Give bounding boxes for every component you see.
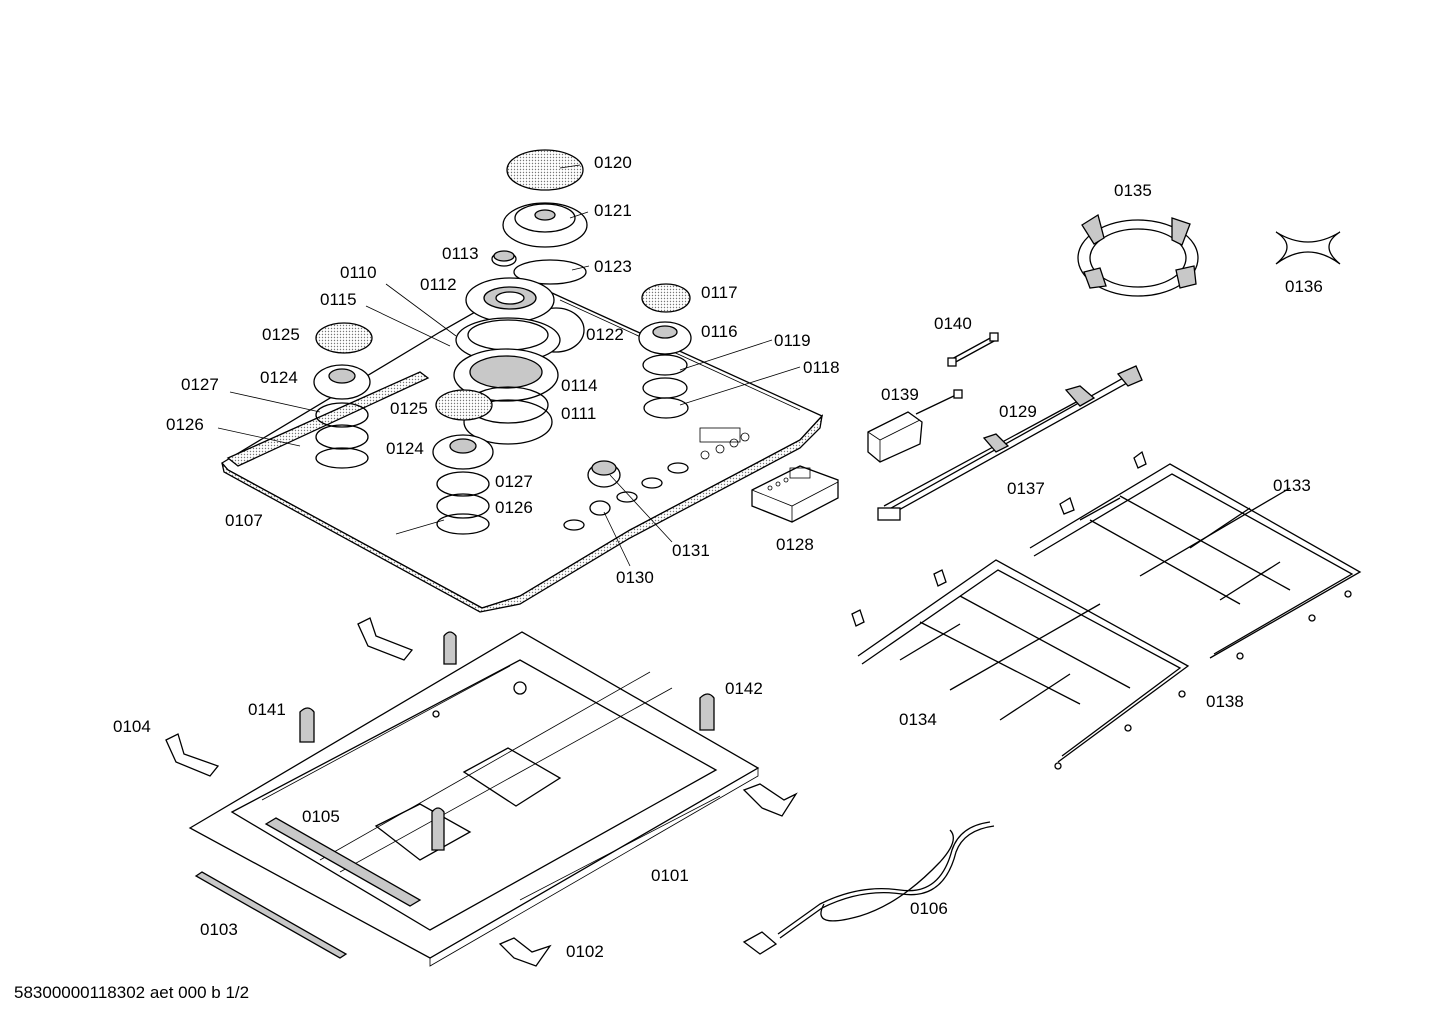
part-label-0122: 0122 bbox=[586, 325, 624, 344]
part-label-0131: 0131 bbox=[672, 541, 710, 560]
part-label-0127-left: 0127 bbox=[181, 375, 219, 394]
part-label-0136: 0136 bbox=[1285, 277, 1323, 296]
base-tray bbox=[188, 631, 760, 967]
wok-ring bbox=[1077, 213, 1199, 297]
part-label-0104: 0104 bbox=[113, 717, 151, 736]
seal-strip bbox=[194, 871, 348, 959]
simmer-cross bbox=[1275, 231, 1341, 265]
part-label-0103: 0103 bbox=[200, 920, 238, 939]
knob bbox=[587, 460, 621, 516]
part-label-0117: 0117 bbox=[701, 283, 738, 302]
cooktop-plate bbox=[221, 281, 824, 613]
part-label-0128: 0128 bbox=[776, 535, 814, 554]
part-label-0133: 0133 bbox=[1273, 476, 1311, 495]
part-label-0116: 0116 bbox=[701, 322, 738, 341]
left-burner-stack bbox=[313, 322, 373, 469]
part-label-0124-center: 0124 bbox=[386, 439, 424, 458]
part-label-0115: 0115 bbox=[320, 290, 357, 309]
part-label-0112: 0112 bbox=[420, 275, 457, 294]
wiring bbox=[867, 332, 1143, 521]
part-label-0113: 0113 bbox=[442, 244, 479, 263]
front-burner-stack bbox=[432, 389, 494, 535]
pan-support-right bbox=[1029, 450, 1362, 660]
part-label-0124-left: 0124 bbox=[260, 368, 298, 387]
feet bbox=[299, 631, 715, 851]
part-label-0111: 0111 bbox=[561, 404, 597, 423]
pan-support-left bbox=[851, 559, 1190, 770]
part-label-0130: 0130 bbox=[616, 568, 654, 587]
part-label-0121: 0121 bbox=[594, 201, 632, 220]
right-burner-stack bbox=[638, 283, 692, 419]
part-label-0123: 0123 bbox=[594, 257, 632, 276]
part-label-0110: 0110 bbox=[340, 263, 377, 282]
part-label-0101: 0101 bbox=[651, 866, 689, 885]
part-label-0137: 0137 bbox=[1007, 479, 1045, 498]
part-label-0125-center: 0125 bbox=[390, 399, 428, 418]
power-cable bbox=[742, 821, 995, 955]
part-label-0134: 0134 bbox=[899, 710, 937, 729]
part-label-0114: 0114 bbox=[561, 376, 598, 395]
part-label-0105: 0105 bbox=[302, 807, 340, 826]
part-label-0142: 0142 bbox=[725, 679, 763, 698]
part-label-0138: 0138 bbox=[1206, 692, 1244, 711]
control-module bbox=[751, 465, 839, 523]
part-label-0125-left: 0125 bbox=[262, 325, 300, 344]
part-label-0135: 0135 bbox=[1114, 181, 1152, 200]
part-label-0106: 0106 bbox=[910, 899, 948, 918]
part-label-0107: 0107 bbox=[225, 511, 263, 530]
part-label-0118: 0118 bbox=[803, 358, 840, 377]
leader-lines bbox=[217, 164, 801, 567]
part-label-0127-center: 0127 bbox=[495, 472, 533, 491]
part-label-0126-center: 0126 bbox=[495, 498, 533, 517]
brackets bbox=[165, 617, 798, 967]
part-label-0126-left: 0126 bbox=[166, 415, 204, 434]
part-label-0139: 0139 bbox=[881, 385, 919, 404]
part-label-0140: 0140 bbox=[934, 314, 972, 333]
part-label-0120: 0120 bbox=[594, 153, 632, 172]
part-label-0129: 0129 bbox=[999, 402, 1037, 421]
part-label-0141: 0141 bbox=[248, 700, 286, 719]
drawing-number: 58300000118302 aet 000 b 1/2 bbox=[14, 983, 250, 1002]
center-burner-stack bbox=[453, 149, 588, 445]
part-label-0102: 0102 bbox=[566, 942, 604, 961]
part-label-0119: 0119 bbox=[774, 331, 811, 350]
